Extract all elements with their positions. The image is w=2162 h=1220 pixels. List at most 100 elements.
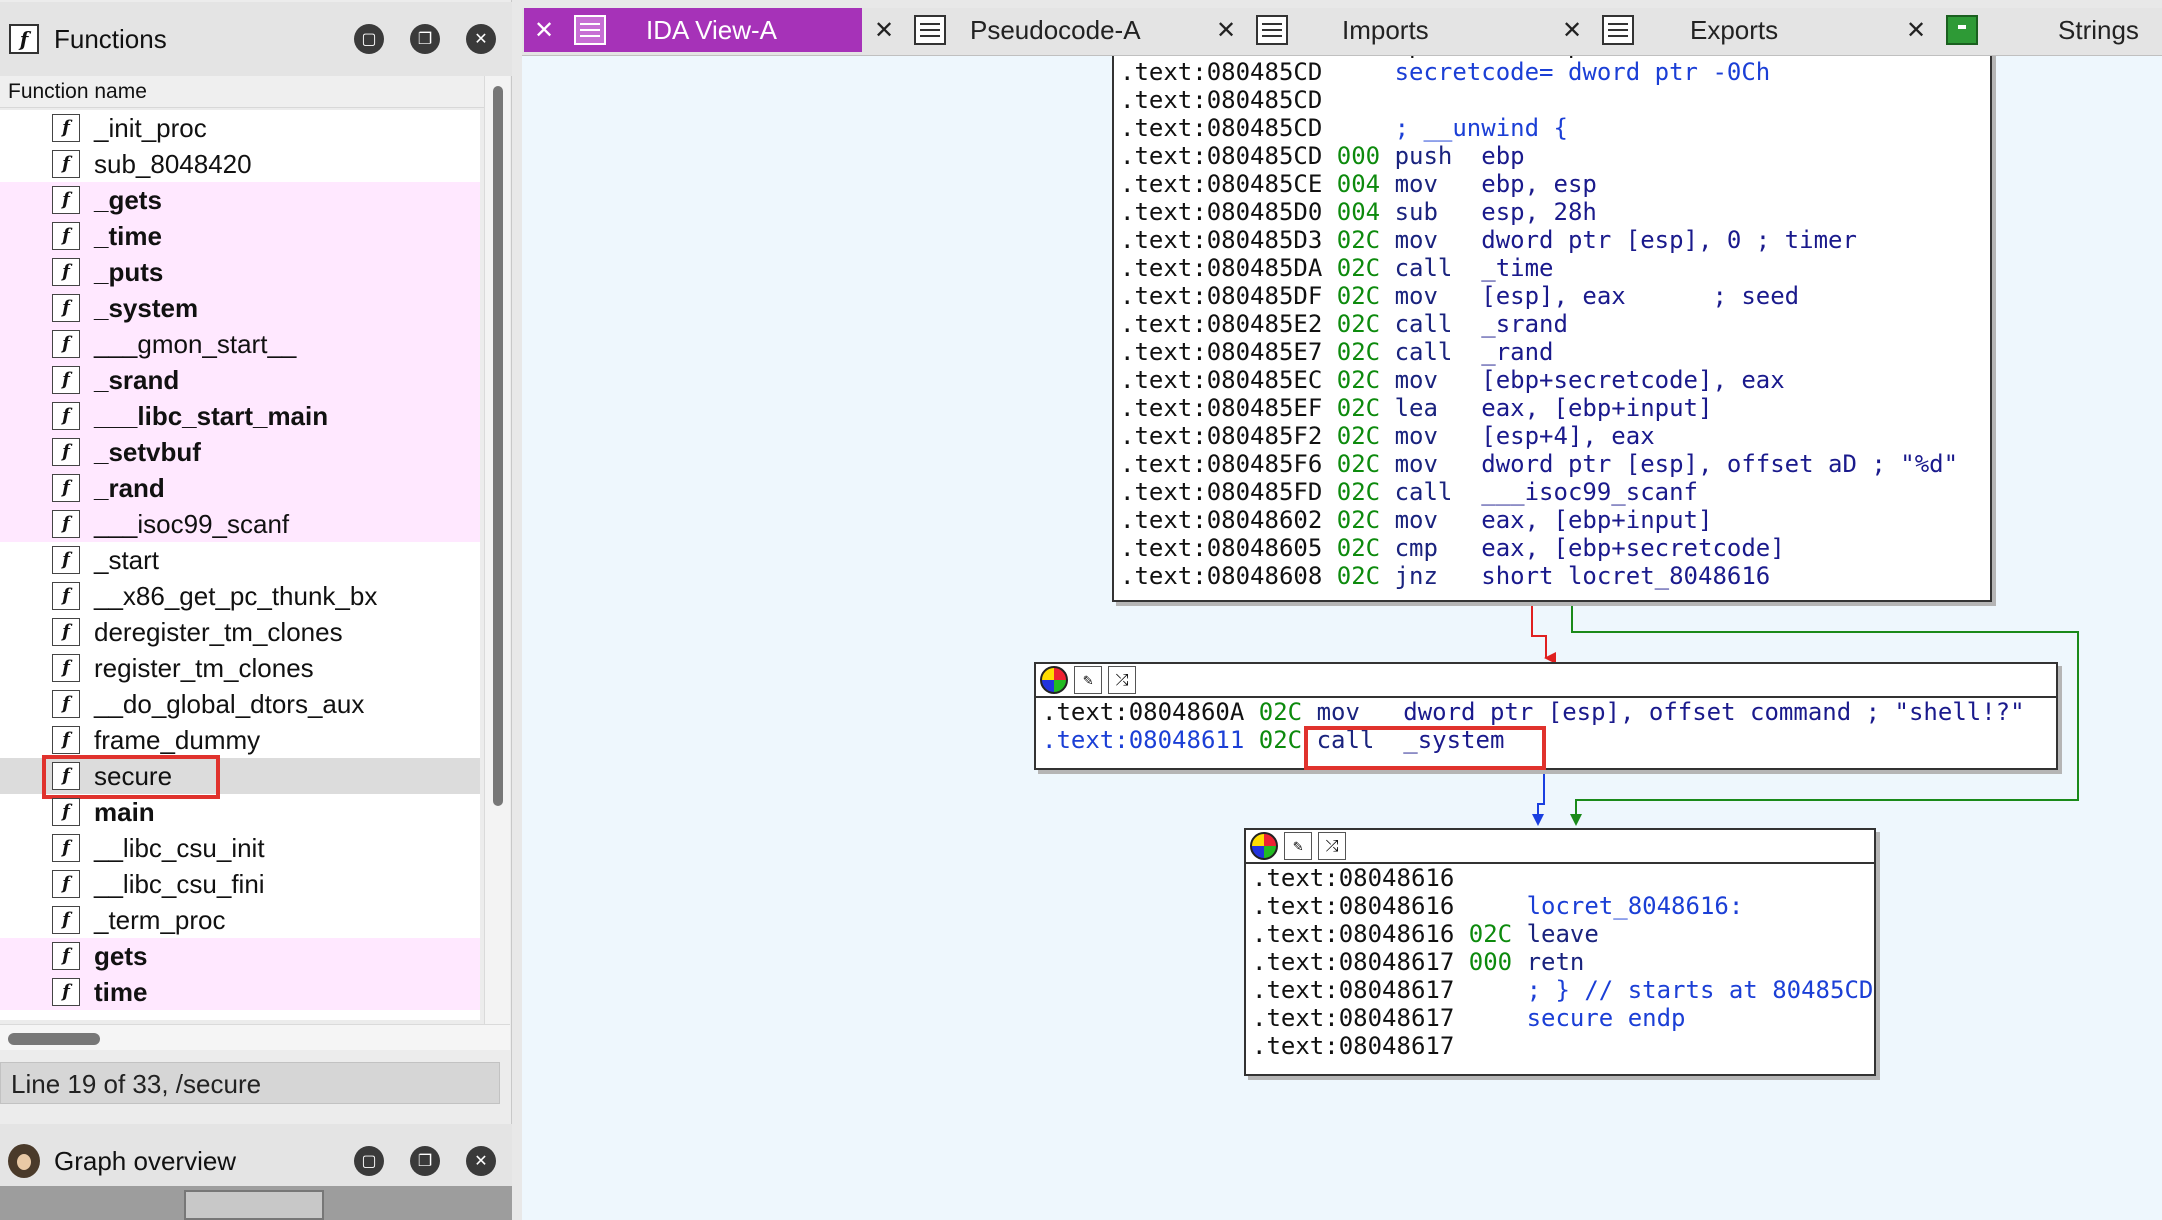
function-name-column-header[interactable]: Function name xyxy=(0,76,490,108)
mnemonic: call xyxy=(1394,310,1453,338)
disassembly-graph-view[interactable]: .text:080485CD input= dword ptr -10h .te… xyxy=(522,56,2162,1220)
function-row[interactable]: f___isoc99_scanf xyxy=(0,506,480,542)
close-panel-icon[interactable]: ✕ xyxy=(466,24,496,54)
restore-panel-icon[interactable]: ❐ xyxy=(410,24,440,54)
function-row[interactable]: f___libc_start_main xyxy=(0,398,480,434)
set-color-icon[interactable] xyxy=(1250,832,1278,860)
close-tab-icon[interactable]: ✕ xyxy=(533,16,555,44)
function-row[interactable]: f_start xyxy=(0,542,480,578)
restore-graph-overview-icon[interactable]: ❐ xyxy=(410,1146,440,1176)
function-row[interactable]: f_system xyxy=(0,290,480,326)
code-block-secure-entry[interactable]: .text:080485CD input= dword ptr -10h .te… xyxy=(1112,56,1992,602)
horizontal-scroll-thumb[interactable] xyxy=(8,1033,100,1045)
tab-pseudocode-a[interactable]: ✕ Pseudocode-A xyxy=(864,8,1204,52)
asm-line[interactable]: .text:08048616 xyxy=(1246,864,1874,892)
annotation: secretcode= dword ptr -0Ch xyxy=(1394,58,1771,86)
function-row[interactable]: f__x86_get_pc_thunk_bx xyxy=(0,578,480,614)
asm-line[interactable]: .text:080485CD xyxy=(1114,86,1990,114)
asm-line[interactable]: .text:080485CD secretcode= dword ptr -0C… xyxy=(1114,58,1990,86)
mnemonic: mov xyxy=(1394,506,1438,534)
float-graph-overview-icon[interactable]: ▢ xyxy=(354,1146,384,1176)
disassembly-view-icon xyxy=(574,15,606,45)
asm-line[interactable]: .text:080485E2 02C call_srand xyxy=(1114,310,1990,338)
function-row[interactable]: f___gmon_start__ xyxy=(0,326,480,362)
asm-line[interactable]: .text:08048617 secure endp xyxy=(1246,1004,1874,1032)
vertical-scrollbar[interactable] xyxy=(484,76,510,1046)
function-row[interactable]: f_puts xyxy=(0,254,480,290)
function-name: main xyxy=(94,796,155,827)
float-panel-icon[interactable]: ▢ xyxy=(354,24,384,54)
function-row[interactable]: f_init_proc xyxy=(0,110,480,146)
graph-overview-viewport[interactable] xyxy=(184,1190,324,1220)
close-graph-overview-icon[interactable]: ✕ xyxy=(466,1146,496,1176)
tab-exports[interactable]: ✕ Exports xyxy=(1552,8,1894,52)
close-tab-icon[interactable]: ✕ xyxy=(1561,16,1583,44)
function-icon: f xyxy=(52,654,80,682)
set-color-icon[interactable] xyxy=(1040,666,1068,694)
asm-line[interactable]: .text:08048617 000 retn xyxy=(1246,948,1874,976)
close-tab-icon[interactable]: ✕ xyxy=(1905,16,1927,44)
tab-strings[interactable]: ✕ Strings xyxy=(1896,8,2162,52)
function-name: gets xyxy=(94,940,148,971)
edit-block-icon[interactable]: ✎ xyxy=(1074,666,1102,694)
function-icon: f xyxy=(52,330,80,358)
group-nodes-icon[interactable]: ⤮ xyxy=(1318,832,1346,860)
function-row[interactable]: f_srand xyxy=(0,362,480,398)
edit-block-icon[interactable]: ✎ xyxy=(1284,832,1312,860)
function-row[interactable]: f__do_global_dtors_aux xyxy=(0,686,480,722)
vertical-scroll-thumb[interactable] xyxy=(493,86,503,806)
function-row[interactable]: f_gets xyxy=(0,182,480,218)
asm-line[interactable]: .text:080485CD ; __unwind { xyxy=(1114,114,1990,142)
asm-line[interactable]: .text:08048616 locret_8048616: xyxy=(1246,892,1874,920)
function-row[interactable]: f__libc_csu_fini xyxy=(0,866,480,902)
asm-line[interactable]: .text:08048611 02C call_system xyxy=(1036,726,2056,754)
asm-line[interactable]: .text:080485FD 02C call___isoc99_scanf xyxy=(1114,478,1990,506)
mnemonic: mov xyxy=(1394,366,1438,394)
asm-line[interactable]: .text:08048617 ; } // starts at 80485CD xyxy=(1246,976,1874,1004)
close-tab-icon[interactable]: ✕ xyxy=(873,16,895,44)
function-row[interactable]: f_rand xyxy=(0,470,480,506)
function-row[interactable]: f_setvbuf xyxy=(0,434,480,470)
selected-function-highlight xyxy=(42,755,220,799)
close-tab-icon[interactable]: ✕ xyxy=(1215,16,1237,44)
horizontal-scrollbar[interactable] xyxy=(0,1024,510,1050)
tab-imports[interactable]: ✕ Imports xyxy=(1206,8,1550,52)
asm-line[interactable]: .text:08048617 xyxy=(1246,1032,1874,1060)
group-nodes-icon[interactable]: ⤮ xyxy=(1108,666,1136,694)
asm-line[interactable]: .text:080485EC 02C mov[ebp+secretcode], … xyxy=(1114,366,1990,394)
asm-line[interactable]: .text:08048616 02C leave xyxy=(1246,920,1874,948)
asm-line[interactable]: .text:080485E7 02C call_rand xyxy=(1114,338,1990,366)
asm-line[interactable]: .text:080485F2 02C mov[esp+4], eax xyxy=(1114,422,1990,450)
clipped-line: .text:080485CD input= dword ptr -10h xyxy=(1114,56,1990,58)
code-block-locret[interactable]: ✎ ⤮ .text:08048616 .text:08048616 locret… xyxy=(1244,828,1876,1076)
tab-label: Imports xyxy=(1342,14,1429,45)
asm-line[interactable]: .text:080485DA 02C call_time xyxy=(1114,254,1990,282)
asm-line[interactable]: .text:080485DF 02C mov[esp], eax ; seed xyxy=(1114,282,1990,310)
function-row[interactable]: f_term_proc xyxy=(0,902,480,938)
block-header: ✎ ⤮ xyxy=(1246,830,1874,864)
tab-ida-view-a[interactable]: ✕ IDA View-A xyxy=(524,8,862,52)
function-row[interactable]: f__libc_csu_init xyxy=(0,830,480,866)
graph-overview-canvas[interactable] xyxy=(0,1186,512,1220)
function-row[interactable]: f_time xyxy=(0,218,480,254)
